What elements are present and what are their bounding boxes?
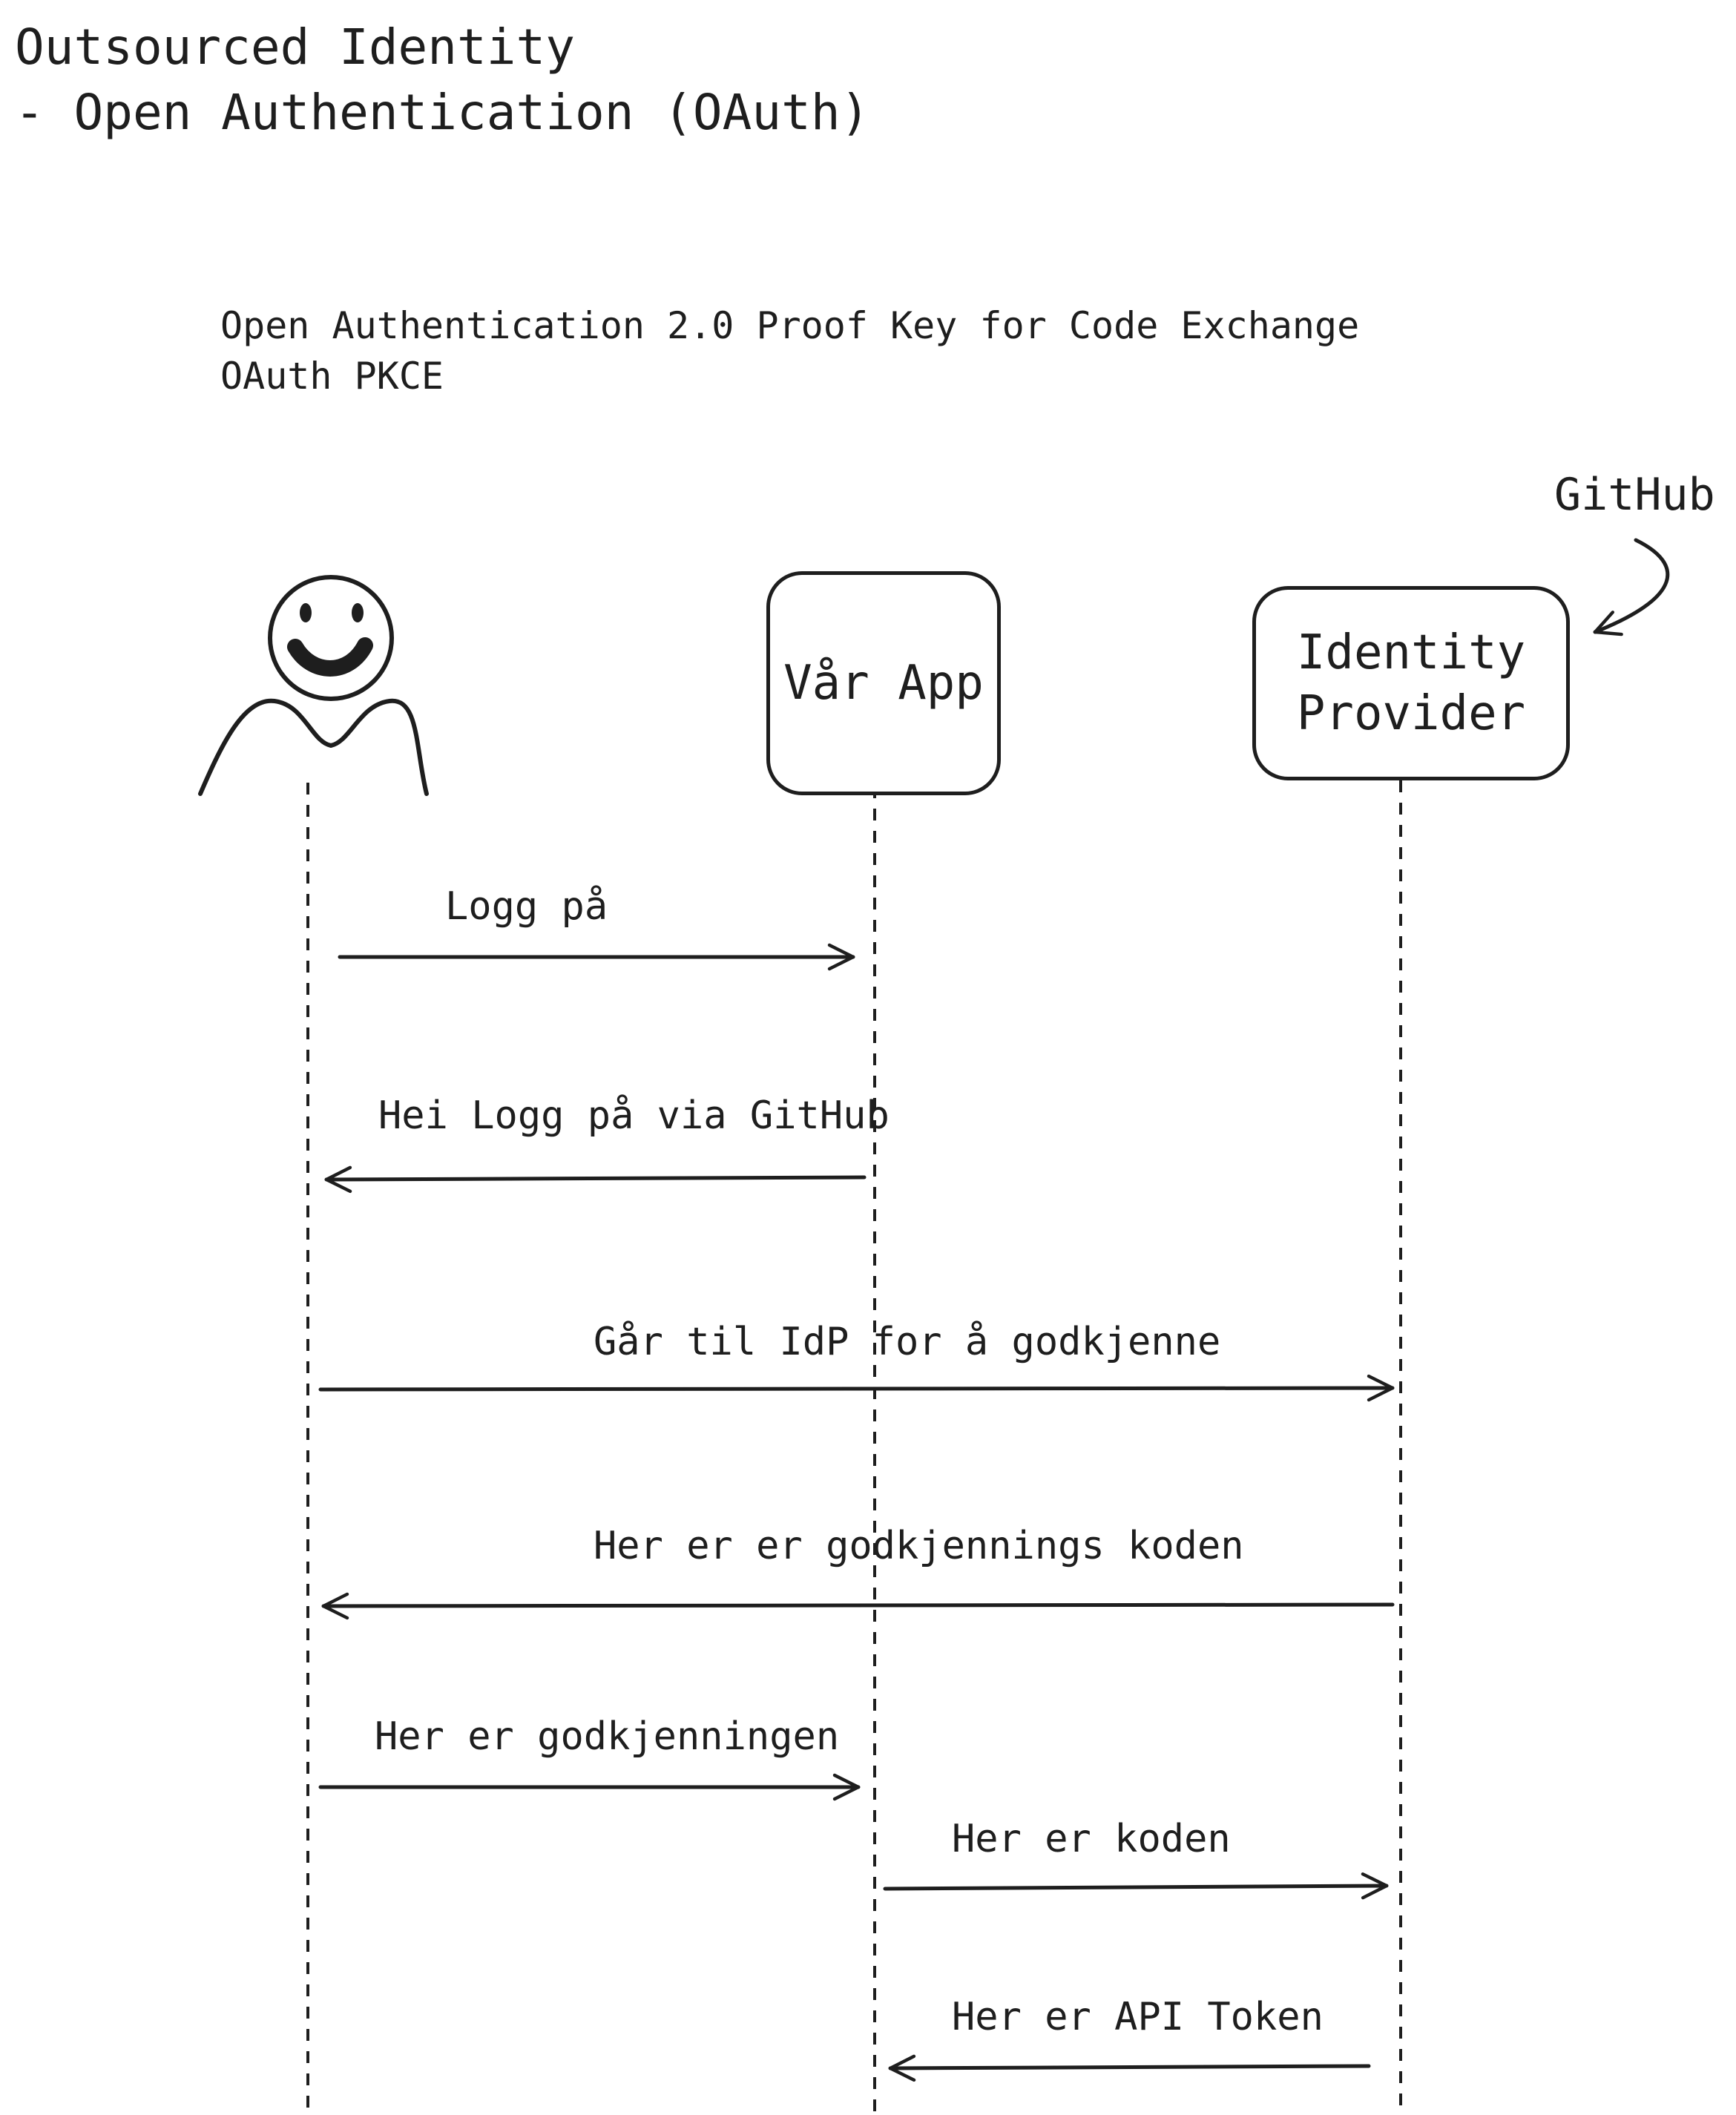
message-label: Her er godkjenningen	[375, 1714, 840, 1759]
person-right-eye	[352, 603, 364, 622]
page-title: Outsourced Identity - Open Authenticatio…	[15, 15, 869, 145]
person-shoulders	[198, 698, 429, 796]
arrow-her-er-koden	[883, 1872, 1389, 1900]
person-left-eye	[300, 603, 312, 622]
participant-idp-label-line-2: Provider	[1296, 686, 1526, 741]
title-line-2: - Open Authentication (OAuth)	[15, 84, 870, 141]
message-label: Her er koden	[952, 1817, 1231, 1861]
github-pointer-arrow	[1593, 538, 1670, 637]
participant-app-label: Vår App	[783, 656, 984, 711]
message-label: Her er API Token	[952, 1995, 1324, 2039]
participant-app-box: Vår App	[766, 571, 1001, 795]
arrow-godkjennings-koden	[321, 1592, 1395, 1620]
arrow-api-token	[888, 2054, 1371, 2082]
title-line-1: Outsourced Identity	[15, 19, 575, 76]
diagram-subtitle: Open Authentication 2.0 Proof Key for Co…	[220, 300, 1359, 401]
arrow-hei-logg-pa	[324, 1165, 867, 1194]
subtitle-line-1: Open Authentication 2.0 Proof Key for Co…	[220, 304, 1360, 347]
arrow-gar-til-idp	[318, 1374, 1395, 1402]
subtitle-line-2: OAuth PKCE	[220, 355, 444, 398]
message-label: Hei Logg på via GitHub	[378, 1093, 890, 1138]
person-head	[268, 575, 394, 701]
person-smile	[287, 637, 373, 677]
smiley-person-icon	[198, 575, 429, 796]
github-annotation-label: GitHub	[1554, 469, 1715, 521]
participant-idp-label-line-1: Identity	[1296, 625, 1526, 680]
message-label: Her er er godkjennings koden	[594, 1524, 1244, 1568]
message-label: Logg på	[445, 884, 608, 929]
message-label: Går til IdP for å godkjenne	[594, 1320, 1221, 1364]
